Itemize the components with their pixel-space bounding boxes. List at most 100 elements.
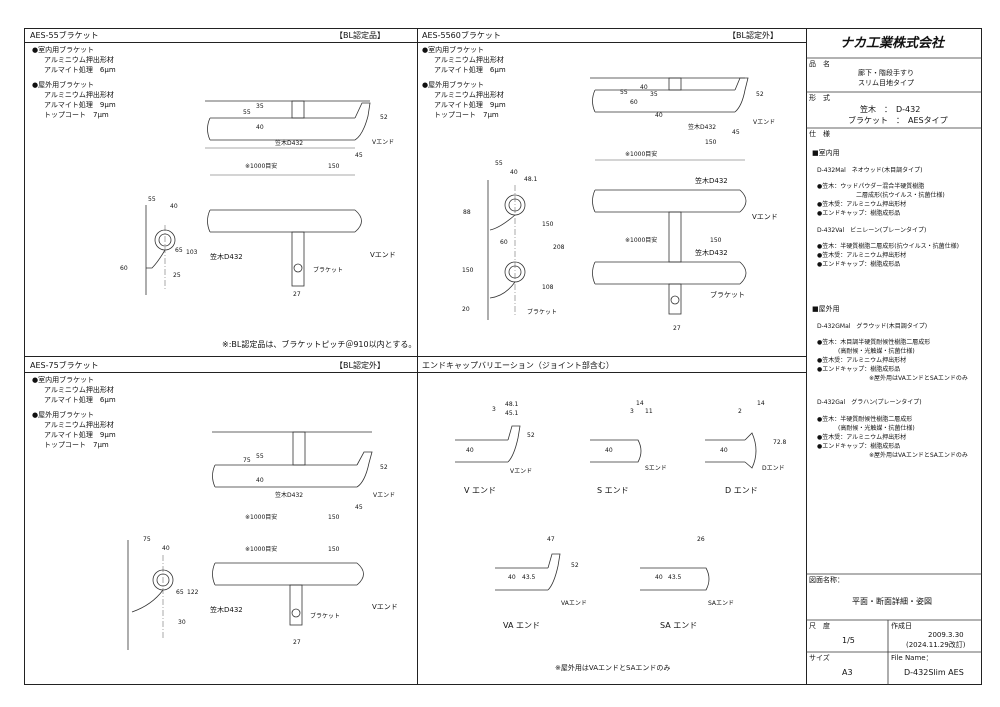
indoor-item-1-line-1: ●笠木受：アルミニウム押出形材 <box>817 252 907 259</box>
zumen-label: 図面名称： <box>809 576 844 584</box>
outdoor-item-0-line-3: ●エンドキャップ：樹脂成形品 <box>817 366 901 373</box>
aes55-dim-35: 35 <box>256 103 264 110</box>
aes55-sec-25: 25 <box>173 272 181 279</box>
aes55-dim-1000: ※1000目安 <box>245 163 278 170</box>
aes5560-dim-40: 40 <box>640 84 648 91</box>
aes75-dim-55: 55 <box>256 453 264 460</box>
endcap-s-label: S エンド <box>597 486 629 495</box>
aes55-spec-outdoor-1: アルミニウム押出形材 <box>44 91 114 99</box>
endcap-sa <box>640 567 710 591</box>
aes5560-dim-55b: 55 <box>495 160 503 167</box>
aes55-spec-indoor-2: アルマイト処理 6μm <box>44 66 116 74</box>
indoor-head: ■室内用 <box>812 149 840 157</box>
aes55-sec-40: 40 <box>170 203 178 210</box>
hinmei-label: 品 名 <box>809 60 830 68</box>
aes55-kasagi: 笠木D432 <box>275 140 304 147</box>
divider-horizontal <box>24 356 806 357</box>
aes5560-spec-indoor-0: ●室内用ブラケット <box>422 46 485 54</box>
aes55-dim-40: 40 <box>256 124 264 131</box>
company-logo: ナカ工業株式会社 <box>840 36 945 51</box>
endcap-s-40: 40 <box>605 447 613 454</box>
sakusei-label: 作成日 <box>891 622 912 630</box>
aes5560-spec-indoor-2: アルマイト処理 6μm <box>434 66 506 74</box>
endcap-v-tag: Vエンド <box>510 468 533 475</box>
aes55-dim-45: 45 <box>355 152 363 159</box>
outdoor-item-0-name: D-432GMal グラウッド(木目調タイプ) <box>817 323 928 330</box>
aes75-section <box>127 540 174 650</box>
outdoor-item-1-line-2: ●笠木受：アルミニウム押出形材 <box>817 434 907 441</box>
panel-title-rule-2 <box>24 372 806 373</box>
size-value: A3 <box>842 668 853 677</box>
outdoor-item-0-line-0: ●笠木：木目調半硬質耐候性樹脂二層成形 <box>817 339 931 346</box>
aes75-sec-75: 75 <box>143 536 151 543</box>
aes5560-vend-a: Vエンド <box>752 213 778 221</box>
endcap-va-47: 47 <box>547 536 555 543</box>
hinmei-1: スリム目地タイプ <box>858 79 914 87</box>
aes55-dim-27: 27 <box>293 291 301 298</box>
aes75-dim-1000: ※1000目安 <box>245 514 278 521</box>
outdoor-item-0-line-1: (高耐候・光触媒・抗菌仕様) <box>838 348 915 355</box>
endcap-va-tag: VAエンド <box>561 600 587 607</box>
endcap-v-label: V エンド <box>464 486 497 495</box>
endcap-d-14: 14 <box>757 400 765 407</box>
aes5560-vend: Vエンド <box>753 119 776 126</box>
aes5560-spec-indoor-1: アルミニウム押出形材 <box>434 56 504 64</box>
endcap-s-11: 11 <box>645 408 653 415</box>
divider-titleblock <box>806 28 807 685</box>
aes75-spec-outdoor-2: アルマイト処理 9μm <box>44 431 116 439</box>
indoor-item-1-line-2: ●エンドキャップ：樹脂成形品 <box>817 261 901 268</box>
aes55-note: ※:BL認定品は、ブラケットピッチ＠910以内とする。 <box>222 340 417 349</box>
aes5560-spec-outdoor-3: トップコート 7μm <box>434 111 499 119</box>
aes5560-kasagi-a: 笠木D432 <box>695 177 728 185</box>
endcap-s-tag: Sエンド <box>645 465 667 472</box>
aes75-spec-indoor-1: アルミニウム押出形材 <box>44 386 114 394</box>
aes55-sec-60: 60 <box>120 265 128 272</box>
endcap-sa-435: 43.5 <box>668 574 682 581</box>
endcap-sa-26: 26 <box>697 536 705 543</box>
aes5560-rail-a <box>592 189 747 263</box>
indoor-item-1-name: D-432Val ビニレーン(プレーンタイプ) <box>817 227 927 234</box>
aes5560-dim-1000: ※1000目安 <box>625 151 658 158</box>
indoor-item-0-line-2: ●笠木受：アルミニウム押出形材 <box>817 201 907 208</box>
aes75-top-rail <box>212 431 373 488</box>
endcap-v <box>455 425 521 463</box>
aes5560-dim-150b: 150 <box>542 221 554 228</box>
aes55-bracket-label: ブラケット <box>313 267 344 274</box>
aes75-dim-52: 52 <box>380 464 388 471</box>
endcap-s-3: 3 <box>630 408 634 415</box>
keishiki-label: 形 式 <box>809 94 830 102</box>
aes5560-kasagi: 笠木D432 <box>688 124 717 131</box>
aes75-spec-outdoor-3: トップコート 7μm <box>44 441 109 449</box>
aes5560-dim-35: 35 <box>650 91 658 98</box>
shakudo-value: 1/5 <box>842 636 855 645</box>
endcap-d <box>705 432 757 469</box>
aes55-title: AES-55ブラケット <box>30 31 99 40</box>
endcap-va-52: 52 <box>571 562 579 569</box>
aes55-badge: 【BL認定品】 <box>335 31 385 40</box>
endcap-v-40: 40 <box>466 447 474 454</box>
aes55-vend-2: Vエンド <box>370 251 396 259</box>
endcap-v-3: 3 <box>492 406 496 413</box>
aes5560-dim-88: 88 <box>463 209 471 216</box>
aes5560-dim-481: 48.1 <box>524 176 538 183</box>
aes5560-dim-40c: 40 <box>510 169 518 176</box>
aes75-vend: Vエンド <box>373 492 396 499</box>
aes55-dim-150: 150 <box>328 163 340 170</box>
aes75-kasagi: 笠木D432 <box>275 492 304 499</box>
aes55-dim-52: 52 <box>380 114 388 121</box>
aes5560-badge: 【BL認定外】 <box>728 31 778 40</box>
file-name: D-432Slim AES <box>904 668 964 677</box>
endcap-s <box>590 439 642 463</box>
indoor-item-0-name: D-432Mal ネオウッド(木目調タイプ) <box>817 167 923 174</box>
panel-title-rule-1 <box>24 42 806 43</box>
aes5560-dim-60: 60 <box>630 99 638 106</box>
aes5560-spec-outdoor-0: ●屋外用ブラケット <box>422 81 485 89</box>
hinmei-0: 廊下・階段手すり <box>858 69 914 77</box>
keishiki-1: ブラケット ： AESタイプ <box>848 116 948 125</box>
aes5560-dim-40b: 40 <box>655 112 663 119</box>
aes5560-kasagi-b: 笠木D432 <box>695 249 728 257</box>
aes75-sec-30: 30 <box>178 619 186 626</box>
aes5560-dim-45: 45 <box>732 129 740 136</box>
outdoor-item-1-line-1: (高耐候・光触媒・抗菌仕様) <box>838 425 915 432</box>
aes75-spec-indoor-2: アルマイト処理 6μm <box>44 396 116 404</box>
